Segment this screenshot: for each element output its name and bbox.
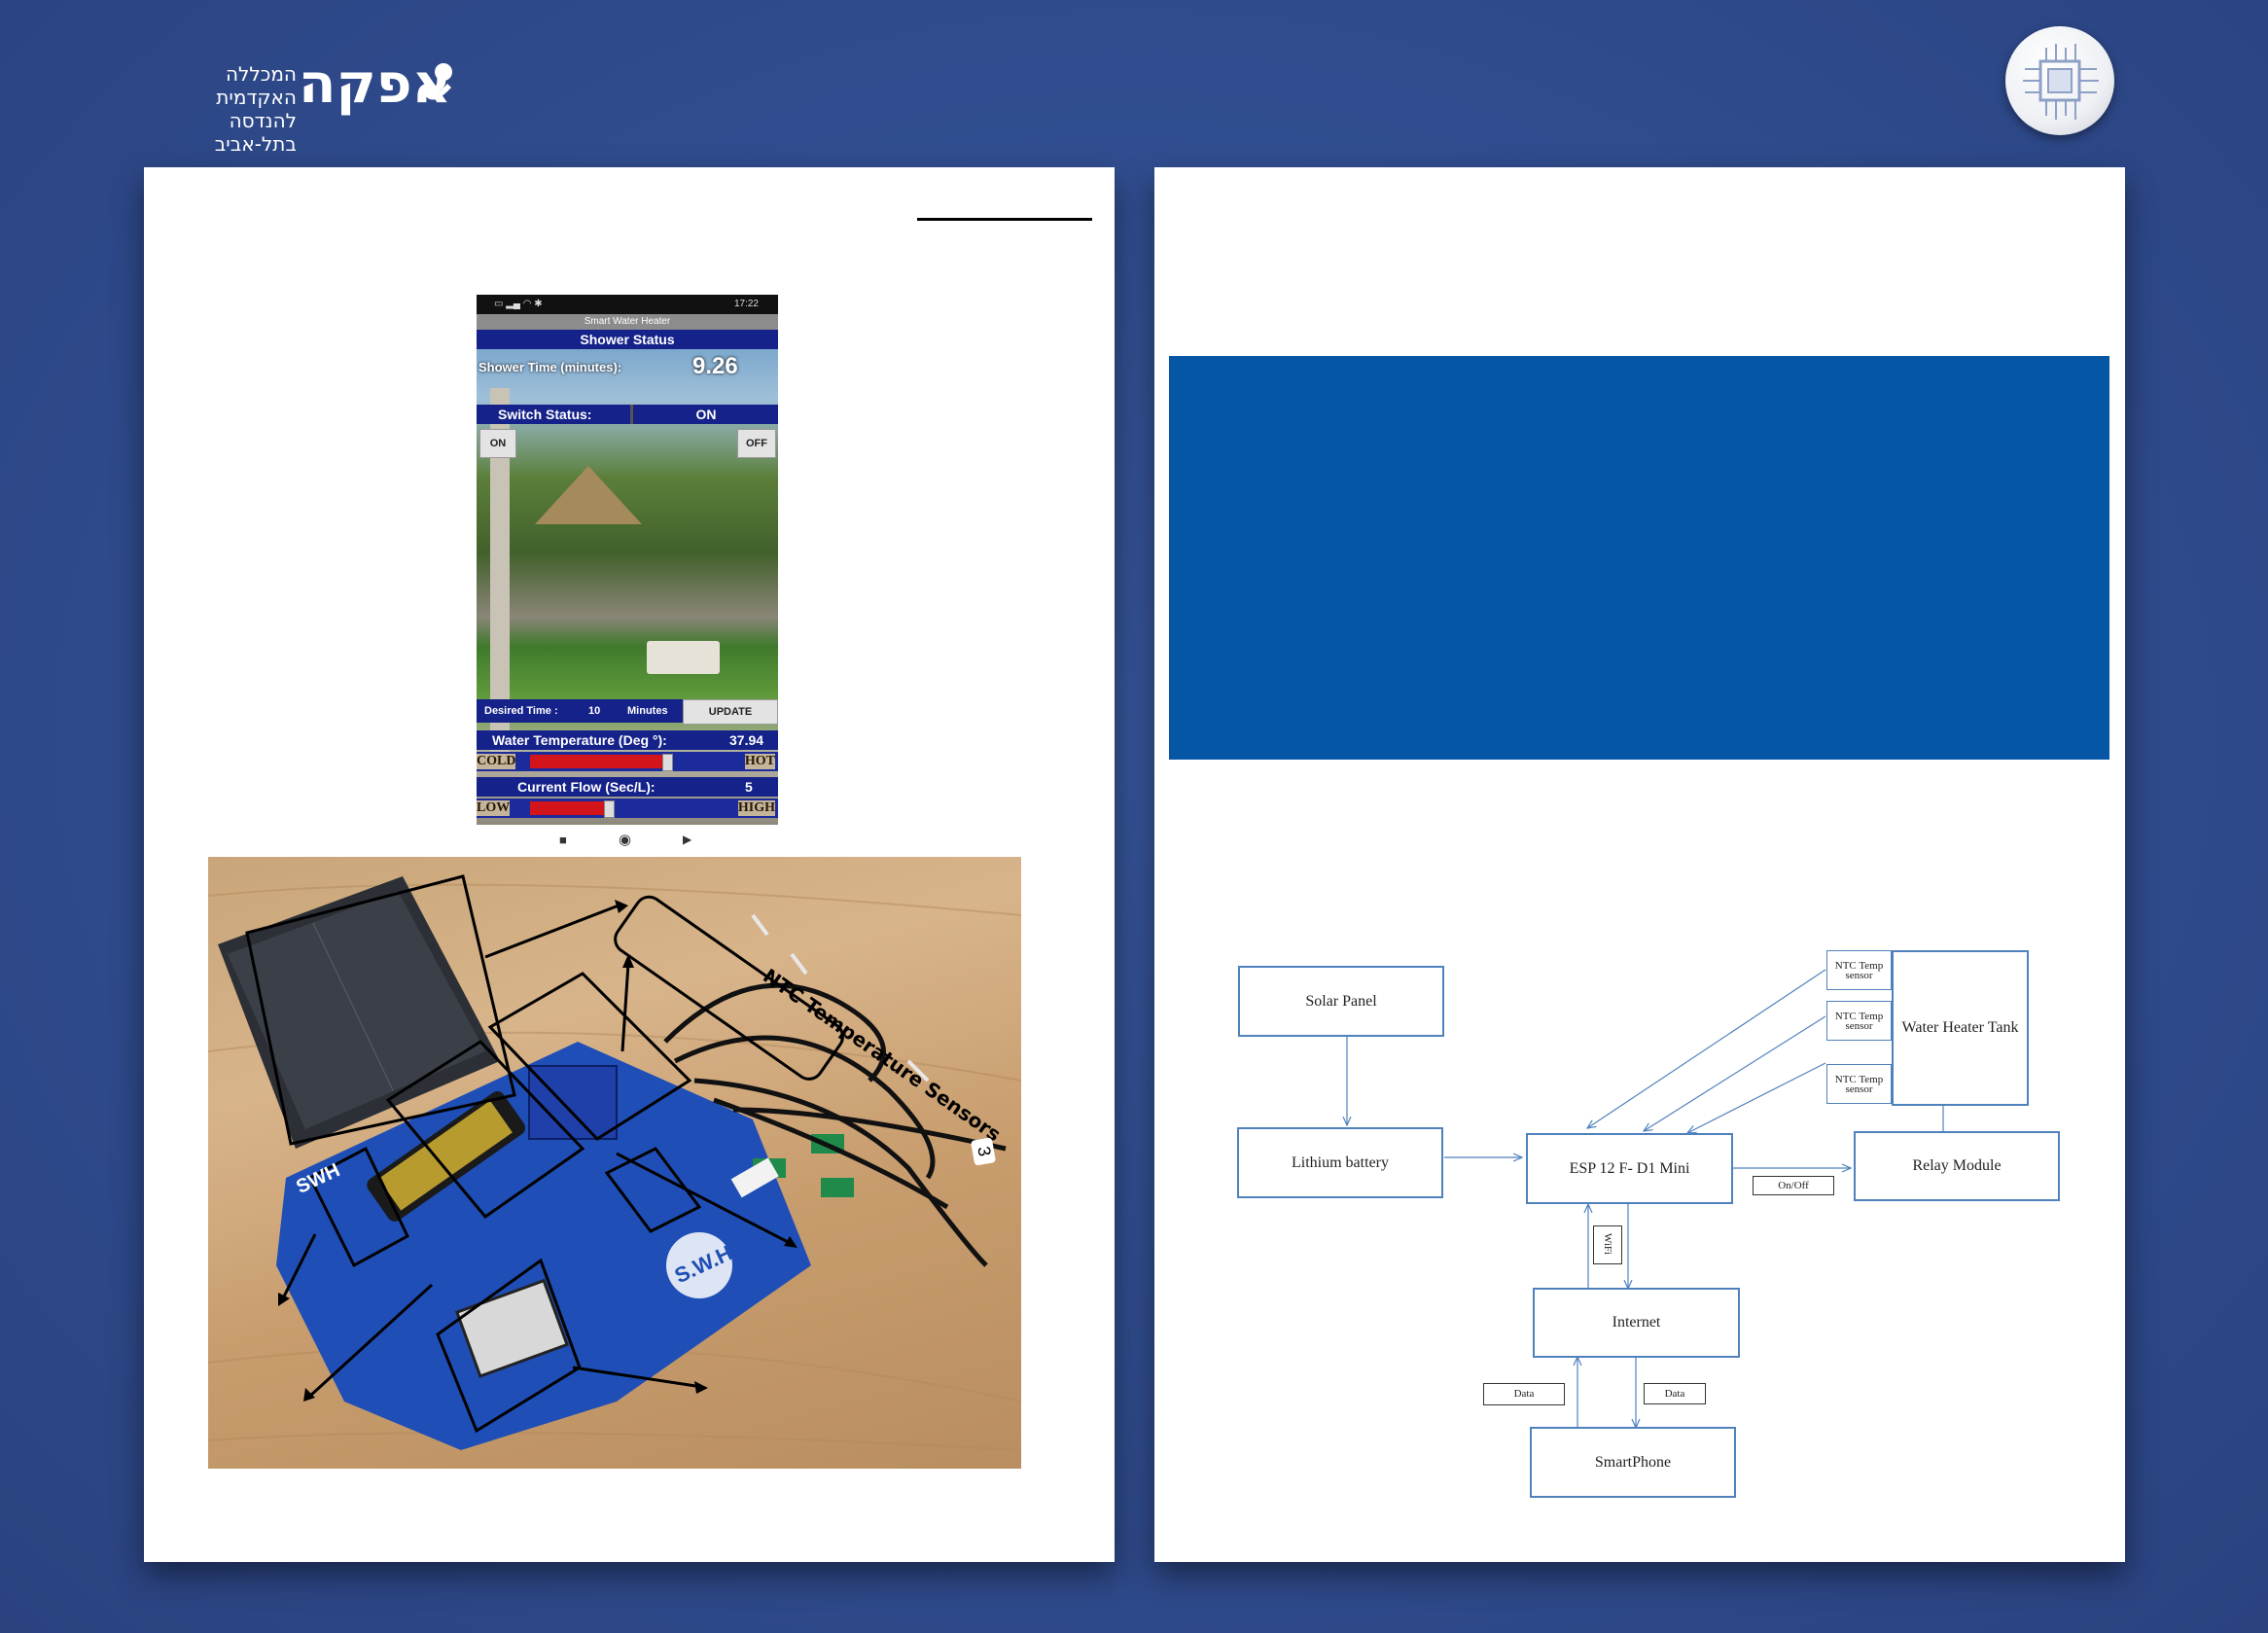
switch-status-row: Switch Status: ON (477, 405, 778, 424)
flow-slider-knob[interactable] (604, 800, 615, 818)
water-temp-row: Water Temperature (Deg °): 37.94 (477, 730, 778, 750)
on-button[interactable]: ON (479, 429, 516, 458)
recents-icon[interactable]: ■ (559, 833, 567, 847)
switch-status-value: ON (630, 405, 778, 424)
temp-slider-high-label: HOT (744, 754, 775, 769)
blue-banner (1169, 356, 2109, 760)
switch-status-label: Switch Status: (498, 407, 592, 422)
desired-time-row: Desired Time : 10 Minutes (477, 699, 683, 723)
desired-time-unit: Minutes (627, 705, 668, 717)
off-button[interactable]: OFF (737, 429, 776, 458)
hardware-board-photo: NTC Temperature Sensors SWH S.W.H. 3 (208, 857, 1021, 1469)
phone-screenshot: ▭ ▂▄ ◠ ✱ 17:22 Smart Water Heater Shower… (477, 295, 778, 825)
temp-slider-fill (530, 755, 662, 768)
flow-row: Current Flow (Sec/L): 5 (477, 777, 778, 797)
shower-time-row: Shower Time (minutes): 9.26 (477, 353, 778, 380)
flow-label: Current Flow (Sec/L): (517, 779, 656, 795)
brand-name: אפקה (299, 53, 452, 116)
desired-time-input[interactable]: 10 (588, 705, 601, 717)
shower-time-label: Shower Time (minutes): (478, 360, 622, 374)
water-temp-value: 37.94 (729, 732, 764, 748)
flow-slider-low-label: LOW (477, 800, 511, 816)
hut-roof (535, 466, 642, 524)
signal-icons: ▭ ▂▄ ◠ ✱ (494, 299, 543, 309)
college-line-2: להנדסה בתל-אביב (214, 109, 297, 156)
flow-slider[interactable]: LOW HIGH (477, 799, 778, 818)
palm-trunk (490, 388, 510, 758)
sensor-tag: 3 (970, 1137, 997, 1166)
college-name: המכללה האקדמית להנדסה בתל-אביב (141, 62, 297, 156)
temperature-slider[interactable]: COLD HOT (477, 752, 778, 771)
status-time: 17:22 (733, 299, 759, 309)
section-title: Shower Status (477, 330, 778, 349)
home-icon[interactable]: ◉ (619, 832, 632, 848)
back-icon[interactable]: ▶ (683, 833, 692, 846)
temp-slider-knob[interactable] (662, 754, 673, 771)
shower-time-value: 9.26 (692, 353, 738, 379)
update-button[interactable]: UPDATE (683, 699, 778, 725)
phone-nav-bar: ■ ◉ ▶ (554, 832, 700, 850)
afeka-logo: המכללה האקדמית להנדסה בתל-אביב אפקה (141, 53, 462, 156)
flow-value: 5 (745, 779, 753, 795)
bench (647, 641, 720, 674)
chip-badge-icon (2005, 26, 2114, 135)
flow-slider-high-label: HIGH (737, 800, 775, 816)
temp-slider-low-label: COLD (477, 754, 516, 769)
app-title: Smart Water Heater (477, 314, 778, 330)
flow-slider-fill (530, 801, 604, 815)
title-underline (917, 218, 1092, 221)
water-temp-label: Water Temperature (Deg °): (492, 732, 667, 748)
phone-status-bar: ▭ ▂▄ ◠ ✱ 17:22 (477, 295, 778, 314)
college-line-1: המכללה האקדמית (216, 62, 297, 109)
desired-time-label: Desired Time : (484, 705, 558, 717)
logo-mark-icon (422, 63, 452, 100)
